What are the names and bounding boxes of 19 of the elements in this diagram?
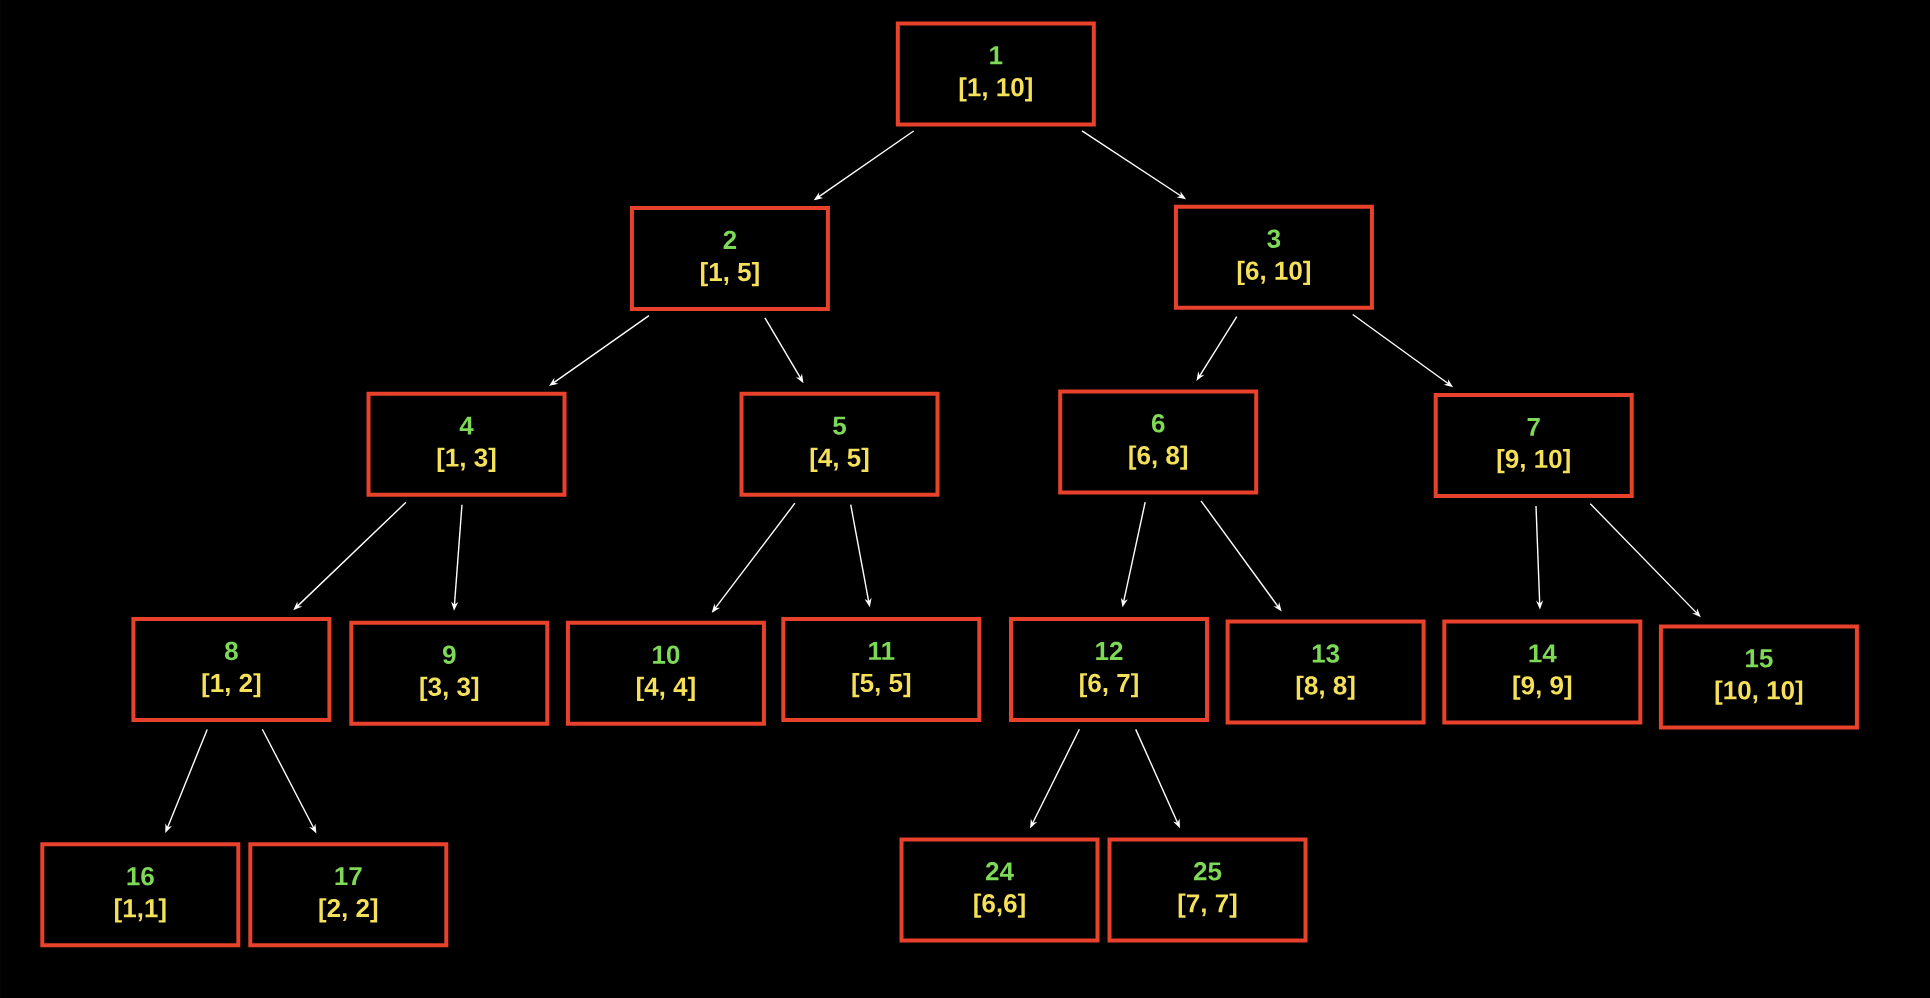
- tree-node-box: 3 [6, 10]: [1173, 204, 1374, 310]
- tree-node-box: 25 [7, 7]: [1107, 837, 1308, 943]
- tree-node-box: 2 [1, 5]: [629, 206, 830, 311]
- tree-node-box: 12 [6, 7]: [1009, 617, 1209, 723]
- tree-node-box: 11 [5, 5]: [781, 617, 982, 723]
- tree-node-box: 24 [6,6]: [899, 837, 1100, 943]
- tree-node-box: 6 [6, 8]: [1058, 389, 1259, 495]
- tree-node-box: 14 [9, 9]: [1442, 619, 1643, 725]
- tree-node-box: 5 [4, 5]: [739, 391, 940, 497]
- tree-node-box: 10 [4, 4]: [565, 620, 766, 726]
- tree-node-box: 4 [1, 3]: [366, 391, 567, 497]
- tree-node-box: 17 [2, 2]: [248, 842, 449, 948]
- tree-node-box: 7 [9, 10]: [1433, 393, 1634, 499]
- tree-node-box: 16 [1,1]: [40, 842, 241, 948]
- tree-node-box: 13 [8, 8]: [1225, 619, 1426, 725]
- tree-node-box: 8 [1, 2]: [131, 617, 332, 723]
- tree-node-box: 15 [10, 10]: [1658, 624, 1859, 730]
- tree-node-box: 9 [3, 3]: [349, 620, 550, 726]
- tree-node-box: 1 [1, 10]: [895, 21, 1096, 127]
